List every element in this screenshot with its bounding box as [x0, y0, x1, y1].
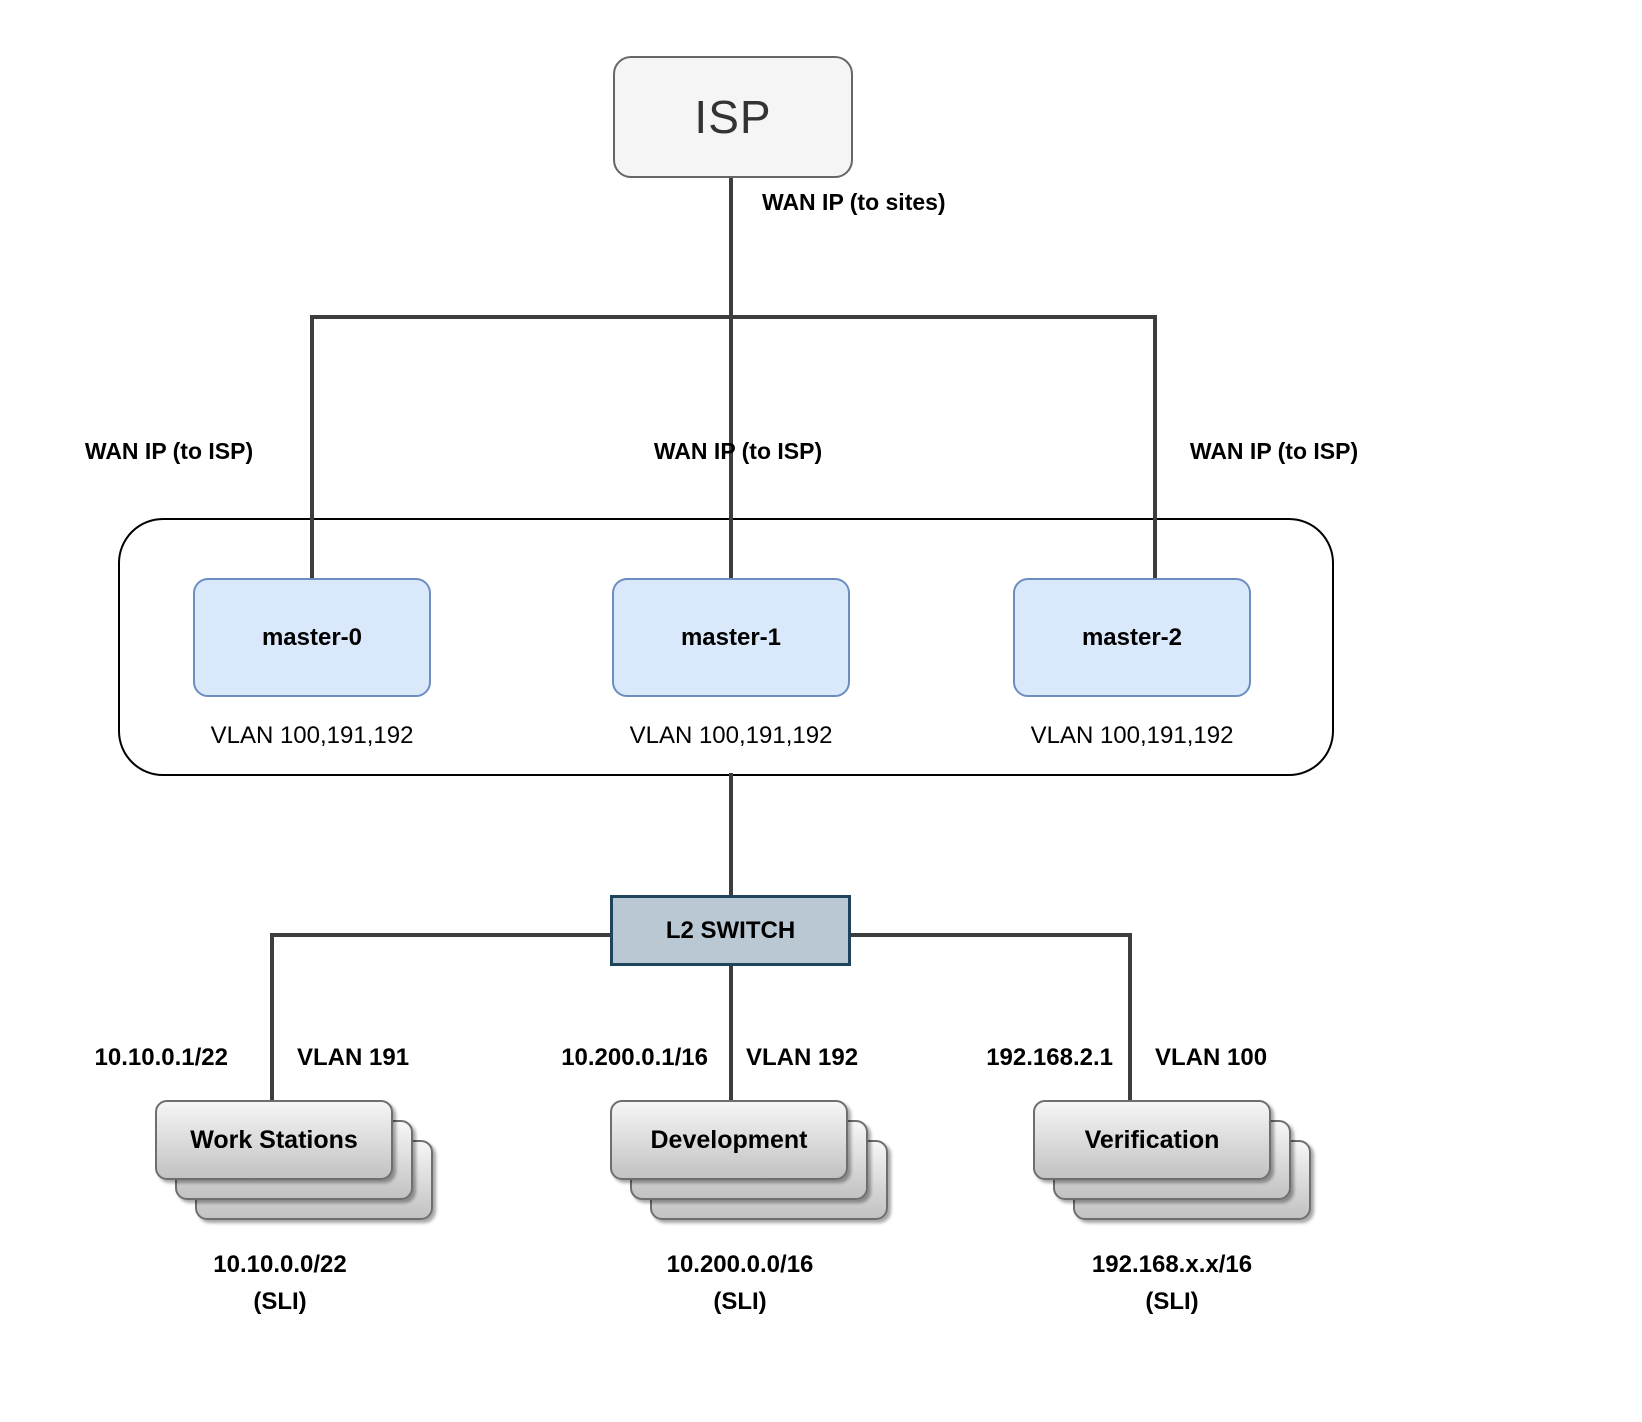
- workstations-subnet-label: 10.10.0.0/22 (SLI): [213, 1246, 346, 1320]
- verification-vlan-label: VLAN 100: [1155, 1044, 1268, 1071]
- l2-switch-node: L2 SWITCH: [610, 895, 851, 966]
- master-0-vlan-label: VLAN 100,191,192: [210, 722, 414, 749]
- isp-node: ISP: [613, 56, 853, 178]
- development-subnet-label: 10.200.0.0/16 (SLI): [667, 1246, 814, 1320]
- development-subnet: 10.200.0.0/16: [666, 1251, 814, 1278]
- workstations-subnet-note: (SLI): [253, 1288, 307, 1315]
- verification-gateway-ip-label: 192.168.2.1: [986, 1044, 1113, 1071]
- verification-subnet-label: 192.168.x.x/16 (SLI): [1092, 1246, 1252, 1320]
- development-node: Development: [610, 1100, 848, 1180]
- wan-to-sites-label: WAN IP (to sites): [762, 189, 946, 215]
- master-2-vlan-label: VLAN 100,191,192: [1030, 722, 1234, 749]
- development-vlan-label: VLAN 192: [746, 1044, 859, 1071]
- workstations-vlan-label: VLAN 191: [297, 1044, 410, 1071]
- development-label: Development: [650, 1125, 808, 1154]
- development-subnet-note: (SLI): [713, 1288, 767, 1315]
- wan-to-isp-label-1: WAN IP (to ISP): [653, 438, 823, 464]
- workstations-node: Work Stations: [155, 1100, 393, 1180]
- workstations-gateway-ip-label: 10.10.0.1/22: [94, 1044, 228, 1071]
- verification-label: Verification: [1084, 1125, 1220, 1154]
- master-2-label: master-2: [1081, 623, 1183, 651]
- master-0-label: master-0: [261, 623, 363, 651]
- development-gateway-ip-label: 10.200.0.1/16: [561, 1044, 708, 1071]
- wan-to-isp-label-0: WAN IP (to ISP): [84, 438, 254, 464]
- master-1-label: master-1: [680, 623, 782, 651]
- verification-node: Verification: [1033, 1100, 1271, 1180]
- verification-subnet-note: (SLI): [1145, 1288, 1199, 1315]
- master-0-node: master-0: [193, 578, 431, 697]
- workstations-subnet: 10.10.0.0/22: [213, 1251, 347, 1278]
- master-1-vlan-label: VLAN 100,191,192: [629, 722, 833, 749]
- master-1-node: master-1: [612, 578, 850, 697]
- workstations-label: Work Stations: [190, 1125, 358, 1154]
- verification-subnet: 192.168.x.x/16: [1091, 1251, 1253, 1278]
- l2-switch-label: L2 SWITCH: [665, 916, 796, 944]
- isp-label: ISP: [694, 91, 772, 143]
- master-2-node: master-2: [1013, 578, 1251, 697]
- wan-to-isp-label-2: WAN IP (to ISP): [1189, 438, 1359, 464]
